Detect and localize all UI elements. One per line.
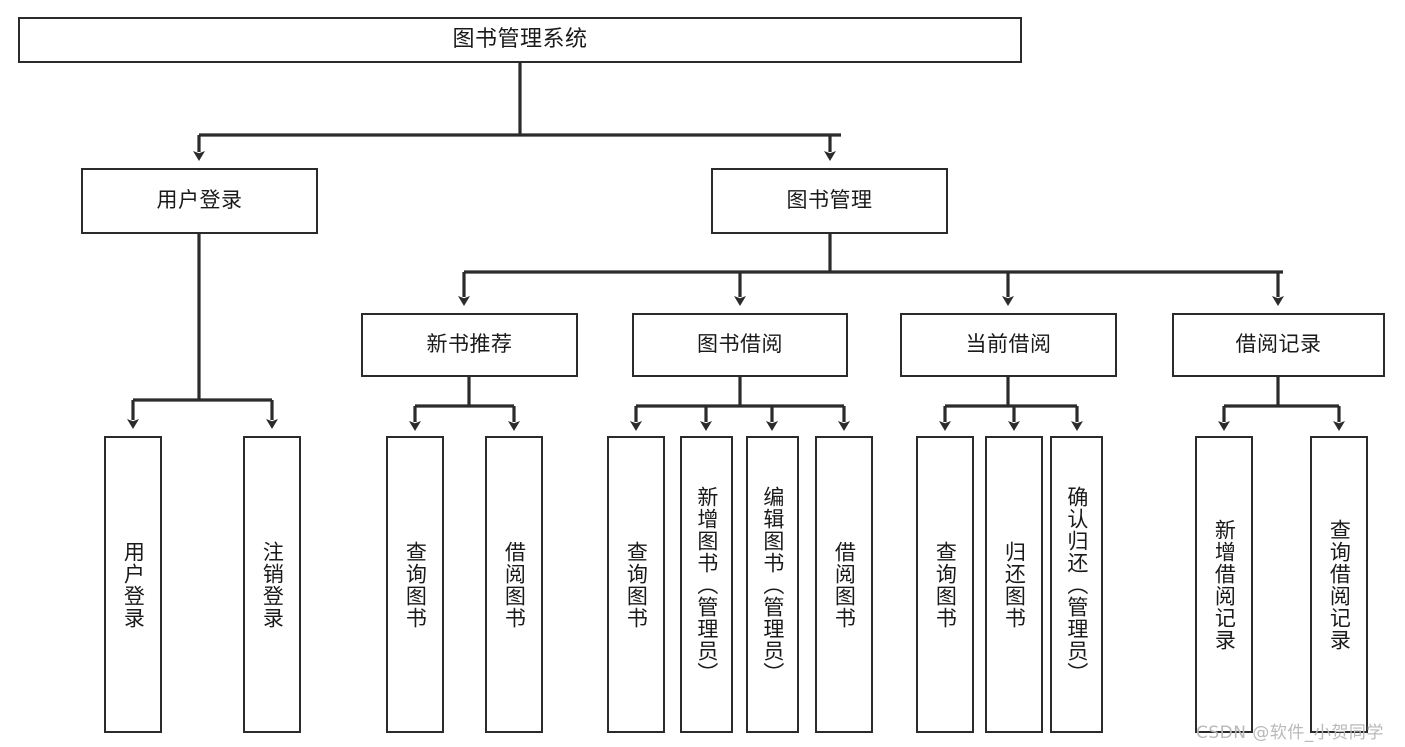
leaf-add-book-admin[interactable]: 新增图书（管理员） — [680, 436, 733, 733]
leaf-borrow-book-1-label: 借阅图书 — [502, 540, 527, 629]
node-book-borrow-label: 图书借阅 — [697, 332, 783, 357]
leaf-add-borrow-record-label: 新增借阅记录 — [1212, 518, 1237, 651]
leaf-query-book-3[interactable]: 查询图书 — [916, 436, 974, 733]
node-root[interactable]: 图书管理系统 — [18, 17, 1022, 63]
leaf-query-borrow-record-label: 查询借阅记录 — [1327, 518, 1352, 651]
leaf-query-book-2[interactable]: 查询图书 — [607, 436, 665, 733]
leaf-user-login-label: 用户登录 — [121, 540, 146, 629]
node-book-manage[interactable]: 图书管理 — [711, 168, 948, 234]
node-user-login-label: 用户登录 — [156, 188, 243, 213]
leaf-query-book-2-label: 查询图书 — [624, 540, 649, 629]
node-current-borrow[interactable]: 当前借阅 — [900, 313, 1117, 377]
node-borrow-record[interactable]: 借阅记录 — [1172, 313, 1385, 377]
node-new-book-recommend[interactable]: 新书推荐 — [361, 313, 578, 377]
leaf-user-logout[interactable]: 注销登录 — [243, 436, 301, 733]
leaf-query-book-3-label: 查询图书 — [933, 540, 958, 629]
node-root-label: 图书管理系统 — [452, 26, 588, 52]
leaf-query-borrow-record[interactable]: 查询借阅记录 — [1310, 436, 1368, 733]
leaf-borrow-book-2[interactable]: 借阅图书 — [815, 436, 873, 733]
leaf-confirm-return-admin-label: 确认归还（管理员） — [1064, 485, 1089, 684]
node-borrow-record-label: 借阅记录 — [1235, 332, 1322, 357]
csdn-watermark: CSDN @软件_小贺同学 — [1196, 723, 1384, 743]
leaf-query-book-1[interactable]: 查询图书 — [386, 436, 444, 733]
leaf-user-logout-label: 注销登录 — [260, 540, 285, 629]
leaf-query-book-1-label: 查询图书 — [403, 540, 428, 629]
leaf-user-login[interactable]: 用户登录 — [104, 436, 162, 733]
leaf-return-book-label: 归还图书 — [1002, 540, 1027, 629]
leaf-add-book-admin-label: 新增图书（管理员） — [694, 485, 719, 684]
leaf-edit-book-admin-label: 编辑图书（管理员） — [760, 485, 785, 684]
node-book-borrow[interactable]: 图书借阅 — [632, 313, 848, 377]
leaf-borrow-book-2-label: 借阅图书 — [832, 540, 857, 629]
leaf-edit-book-admin[interactable]: 编辑图书（管理员） — [746, 436, 799, 733]
node-user-login[interactable]: 用户登录 — [81, 168, 318, 234]
leaf-add-borrow-record[interactable]: 新增借阅记录 — [1195, 436, 1253, 733]
leaf-borrow-book-1[interactable]: 借阅图书 — [485, 436, 543, 733]
leaf-confirm-return-admin[interactable]: 确认归还（管理员） — [1050, 436, 1103, 733]
node-current-borrow-label: 当前借阅 — [965, 332, 1052, 357]
leaf-return-book[interactable]: 归还图书 — [985, 436, 1043, 733]
node-new-book-recommend-label: 新书推荐 — [426, 332, 513, 357]
node-book-manage-label: 图书管理 — [786, 188, 873, 213]
